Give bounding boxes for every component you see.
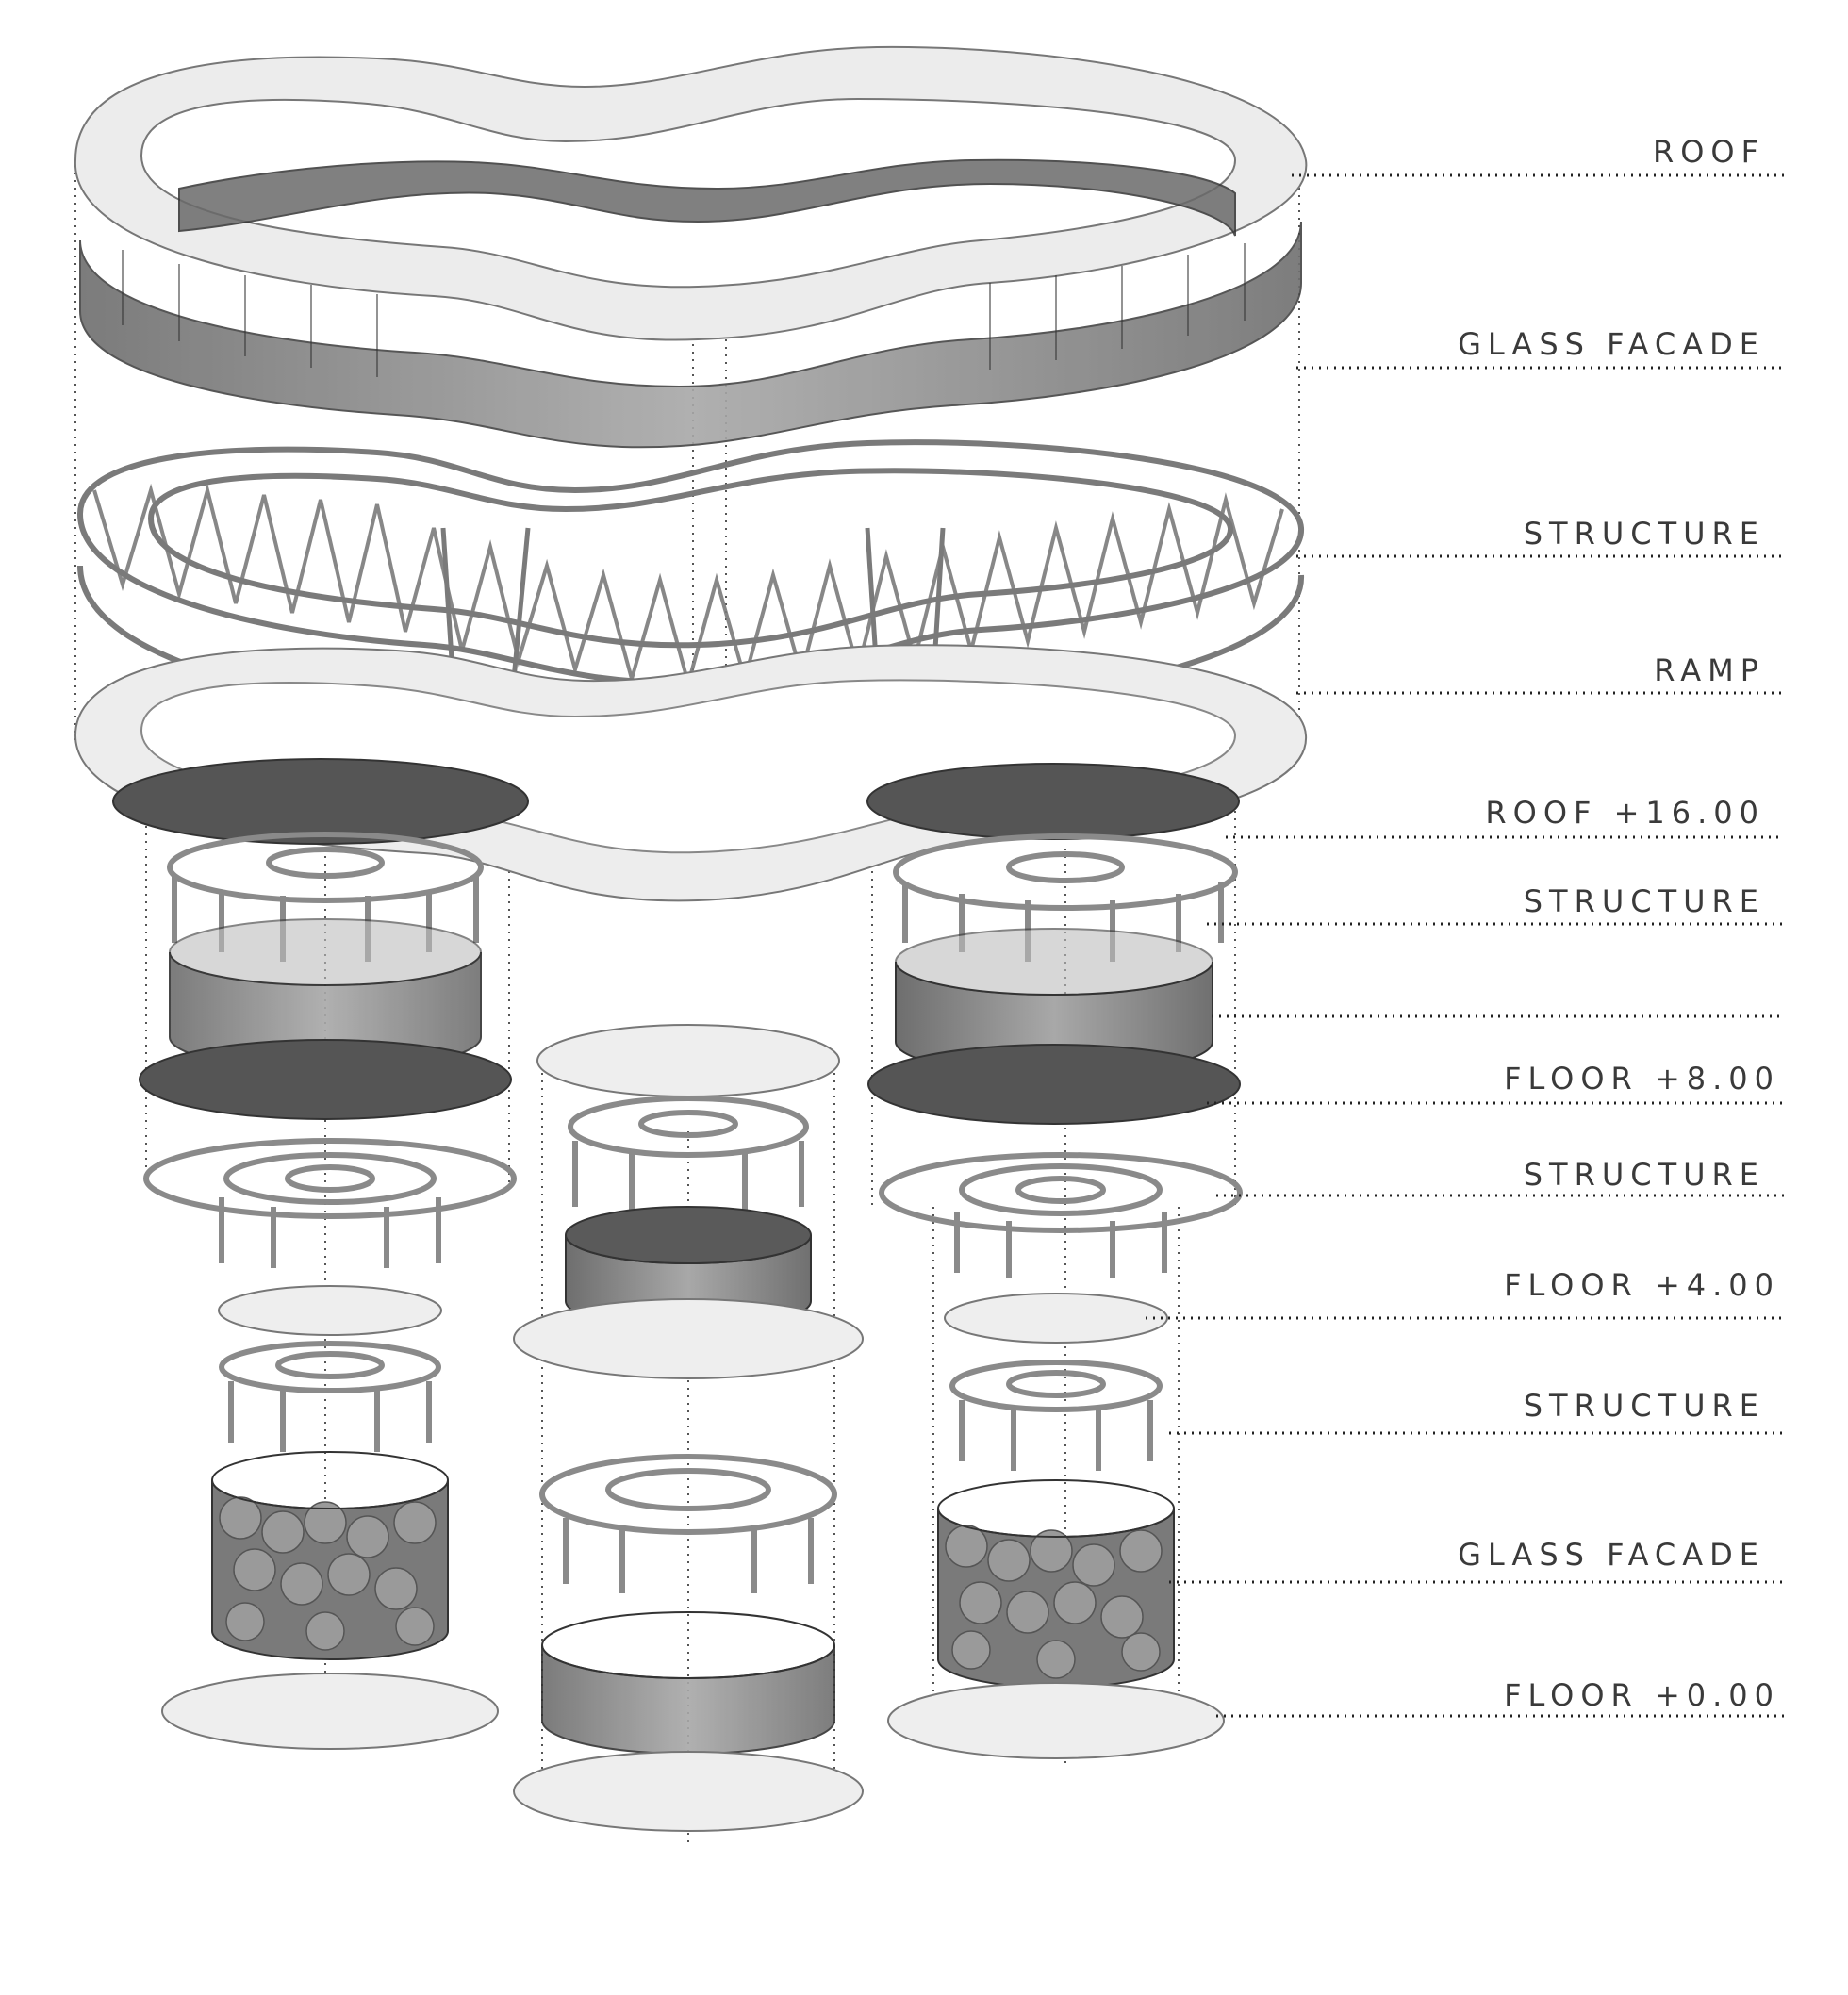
label-floor-4: FLOOR +4.00: [1504, 1267, 1780, 1303]
label-structure-2: STRUCTURE: [1523, 883, 1765, 919]
label-glass-facade-top: GLASS FACADE: [1458, 326, 1765, 362]
label-roof-16: ROOF +16.00: [1485, 795, 1765, 831]
label-ramp: RAMP: [1654, 652, 1765, 688]
label-structure-4: STRUCTURE: [1523, 1388, 1765, 1424]
label-roof: ROOF: [1652, 134, 1765, 170]
label-floor-8: FLOOR +8.00: [1504, 1061, 1780, 1096]
label-leaders: [1146, 173, 1784, 1718]
label-structure-3: STRUCTURE: [1523, 1157, 1765, 1193]
center-tower: [513, 1024, 864, 1832]
left-tower: [112, 758, 529, 1750]
glass-facade-ring: [79, 158, 1302, 449]
label-structure-top: STRUCTURE: [1523, 516, 1765, 552]
right-tower: [866, 763, 1243, 1759]
label-floor-0: FLOOR +0.00: [1504, 1677, 1780, 1713]
label-glass-facade-bottom: GLASS FACADE: [1458, 1537, 1765, 1573]
